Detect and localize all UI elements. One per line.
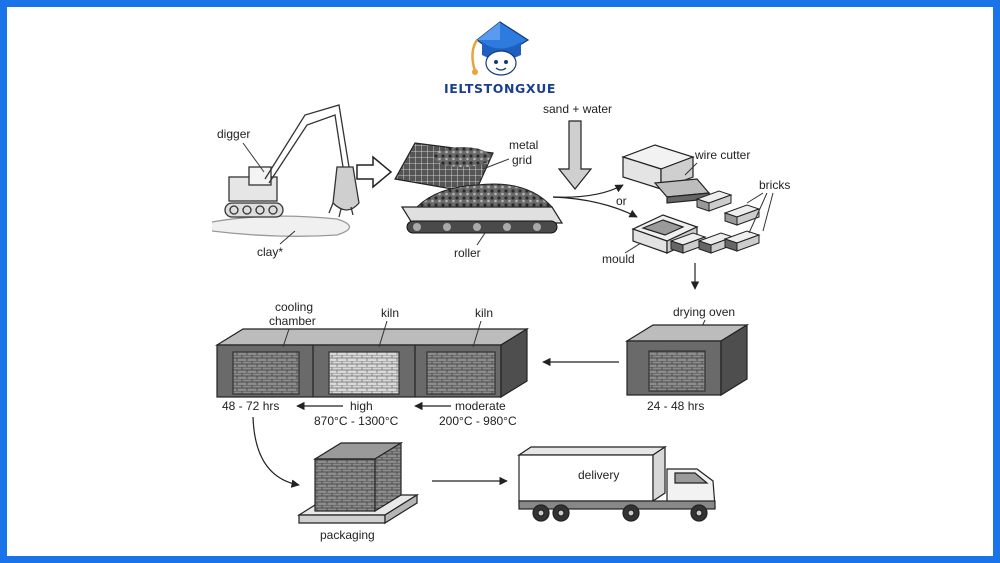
label-roller: roller <box>454 246 481 260</box>
kiln-tunnel-illustration <box>214 327 530 399</box>
label-delivery: delivery <box>578 468 619 482</box>
label-drying-time: 24 - 48 hrs <box>647 399 704 413</box>
metal-grid-roller-illustration <box>394 142 564 234</box>
brick-manufacturing-diagram: IELTSTONGXUE digger clay* metal grid rol… <box>211 21 790 542</box>
process-arrow-icon <box>356 155 393 189</box>
label-clay: clay* <box>257 245 283 259</box>
graduation-cap-mascot-icon <box>471 21 530 76</box>
label-kiln-high: kiln <box>381 306 399 320</box>
drying-oven-illustration <box>624 323 750 397</box>
delivery-truck-illustration <box>517 445 716 522</box>
packaging-illustration <box>296 441 420 525</box>
label-wire-cutter: wire cutter <box>694 148 750 162</box>
digger-illustration <box>211 104 360 237</box>
label-grid: grid <box>512 153 532 167</box>
page-frame: IELTSTONGXUE digger clay* metal grid rol… <box>7 7 993 556</box>
wire-cutter-illustration <box>621 144 711 204</box>
bricks-illustration <box>669 190 761 254</box>
label-packaging: packaging <box>320 528 375 542</box>
label-mould: mould <box>602 252 635 266</box>
brand-logo: IELTSTONGXUE <box>444 21 556 96</box>
label-digger: digger <box>217 127 250 141</box>
label-sand-water: sand + water <box>543 102 612 116</box>
label-chamber: chamber <box>269 314 316 328</box>
label-cooling-time: 48 - 72 hrs <box>222 399 279 413</box>
label-drying-oven: drying oven <box>673 305 735 319</box>
label-bricks: bricks <box>759 178 790 192</box>
label-cooling: cooling <box>275 300 313 314</box>
label-kiln-moderate: kiln <box>475 306 493 320</box>
label-high: high <box>350 399 373 413</box>
label-metal: metal <box>509 138 538 152</box>
brand-name: IELTSTONGXUE <box>444 81 556 96</box>
sand-water-arrow-icon <box>557 120 593 190</box>
label-or: or <box>616 194 627 208</box>
label-moderate: moderate <box>455 399 506 413</box>
label-high-temp: 870°C - 1300°C <box>314 414 399 428</box>
label-moderate-temp: 200°C - 980°C <box>439 414 517 428</box>
